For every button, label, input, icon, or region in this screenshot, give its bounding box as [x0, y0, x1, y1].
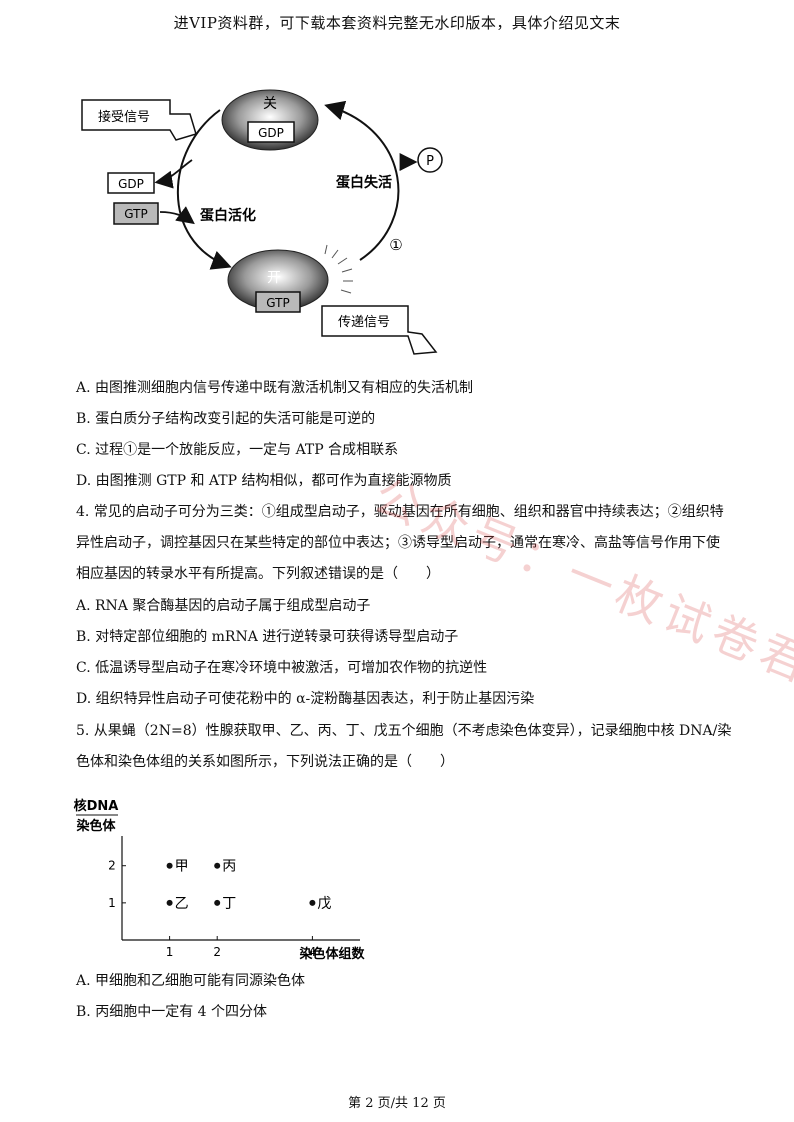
transmit-signal-label: 传递信号	[338, 315, 390, 330]
x-axis-label: 染色体组数	[298, 946, 365, 962]
data-point-label-4: 戊	[317, 896, 331, 912]
data-point-0	[166, 862, 173, 869]
gdp-left-label: GDP	[118, 177, 144, 191]
gtp-left-box	[113, 202, 159, 225]
ylabel-top: 核DNA	[74, 798, 119, 814]
ylabel-bottom: 染色体	[75, 818, 116, 834]
q3-option-c: C. 过程①是一个放能反应，一定与 ATP 合成相联系	[76, 442, 399, 458]
q5-option-a: A. 甲细胞和乙细胞可能有同源染色体	[76, 973, 306, 989]
data-point-3	[214, 899, 221, 906]
process-one-label: ①	[389, 236, 402, 254]
x-tick-label-2: 2	[213, 945, 221, 959]
page-footer: 第 2 页/共 12 页	[348, 1096, 446, 1111]
q3-option-d: D. 由图推测 GTP 和 ATP 结构相似，都可作为直接能源物质	[76, 473, 452, 489]
q5-stem-line1: 5. 从果蝇（2N=8）性腺获取甲、乙、丙、丁、戊五个细胞（不考虑染色体变异），…	[76, 723, 732, 739]
q4-option-b: B. 对特定部位细胞的 mRNA 进行逆转录可获得诱导型启动子	[76, 629, 459, 645]
transmit-signal-arrow	[321, 305, 438, 355]
data-point-label-0: 甲	[175, 859, 189, 875]
x-tick-label-4: 4	[309, 945, 317, 959]
phosphate-circle	[417, 147, 443, 173]
y-tick-label-2: 2	[108, 859, 116, 873]
off-label: 关	[263, 96, 277, 112]
q4-option-d: D. 组织特异性启动子可使花粉中的 α-淀粉酶基因表达，利于防止基因污染	[76, 691, 535, 707]
gtp-bottom-box	[255, 291, 301, 313]
x-tick-label-1: 1	[166, 945, 174, 959]
receive-signal-label: 接受信号	[98, 109, 150, 125]
y-tick-label-1: 1	[108, 896, 116, 910]
activity-rays	[324, 244, 353, 294]
inactivation-arc	[324, 100, 400, 261]
dna-chromosome-chart: 核DNA 染色体 染色体组数 1 2 4 1 2 甲 丙乙 丁 戊	[74, 798, 366, 962]
q4-option-a: A. RNA 聚合酶基因的启动子属于组成型启动子	[76, 598, 371, 614]
q5-stem-line2: 色体和染色体组的关系如图所示，下列说法正确的是（ ）	[76, 754, 454, 770]
q4-stem-line2: 异性启动子，调控基因只在某些特定的部位中表达；③诱导型启动子，通常在寒冷、高盐等…	[76, 535, 720, 551]
gtp-left-label: GTP	[124, 207, 147, 221]
g-protein-cycle-diagram: 关 GDP 接受信号 GDP GTP 蛋白活化 开 GTP 蛋白失活 P ① 传…	[81, 89, 443, 355]
data-point-4	[309, 899, 316, 906]
q4-stem-line3: 相应基因的转录水平有所提高。下列叙述错误的是（ ）	[76, 566, 440, 582]
phosphate-label: P	[426, 154, 434, 169]
data-point-2	[166, 899, 173, 906]
data-point-1	[214, 862, 221, 869]
data-point-label-2: 乙	[175, 896, 189, 912]
activation-label: 蛋白活化	[200, 207, 256, 224]
inactivation-label: 蛋白失活	[336, 174, 392, 191]
gtp-in-arrow	[159, 206, 195, 225]
on-label: 开	[267, 270, 281, 286]
gdp-top-box	[247, 121, 295, 143]
page-header: 进VIP资料群，可下载本套资料完整无水印版本，具体介绍见文末	[173, 14, 621, 32]
q5-option-b: B. 丙细胞中一定有 4 个四分体	[76, 1004, 267, 1020]
gdp-out-arrow	[154, 159, 193, 189]
q3-option-b: B. 蛋白质分子结构改变引起的失活可能是可逆的	[76, 411, 376, 427]
gdp-top-label: GDP	[258, 126, 284, 140]
q3-option-a: A. 由图推测细胞内信号传递中既有激活机制又有相应的失活机制	[76, 380, 474, 396]
activation-arc	[176, 109, 232, 270]
phosphate-out-arrow	[399, 153, 418, 172]
q4-option-c: C. 低温诱导型启动子在寒冷环境中被激活，可增加农作物的抗逆性	[76, 660, 488, 676]
gdp-left-box	[107, 172, 155, 194]
data-point-label-3: 丁	[222, 896, 236, 912]
gtp-bottom-label: GTP	[266, 296, 289, 310]
q4-stem-line1: 4. 常见的启动子可分为三类：①组成型启动子，驱动基因在所有细胞、组织和器官中持…	[76, 504, 724, 520]
data-point-label-1: 丙	[222, 859, 236, 875]
